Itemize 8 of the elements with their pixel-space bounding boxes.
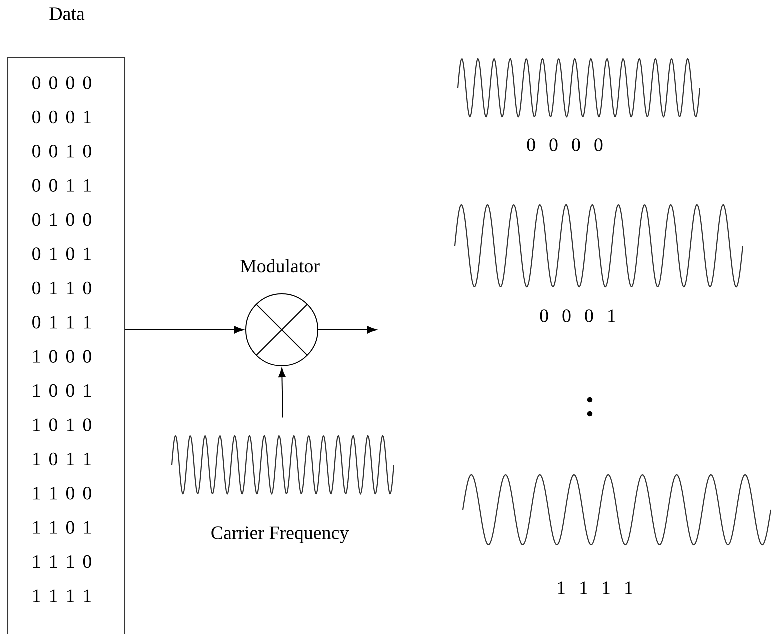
arrow [278, 368, 286, 418]
arrow [124, 326, 244, 334]
data-table: Data 0 0 0 0 0 0 0 1 0 0 1 0 0 0 1 1 0 1 0 0 0 1 0 1 0 1 1 0 0 1 1 1 1 0 0 0 1 0 0 1 1 0 1 0 1 0 1 1 1 1 0 0 1 1 0 1 1 1 1 0 1 1 1 1 [8, 8, 126, 634]
code-label: 0 0 0 0 [527, 138, 603, 152]
code-label: 1 1 1 1 [558, 582, 632, 594]
arrow [318, 326, 377, 334]
carrier-wave-drawing: Carrier Frequency [171, 435, 395, 544]
code-label: 0 0 0 1 [540, 310, 616, 322]
